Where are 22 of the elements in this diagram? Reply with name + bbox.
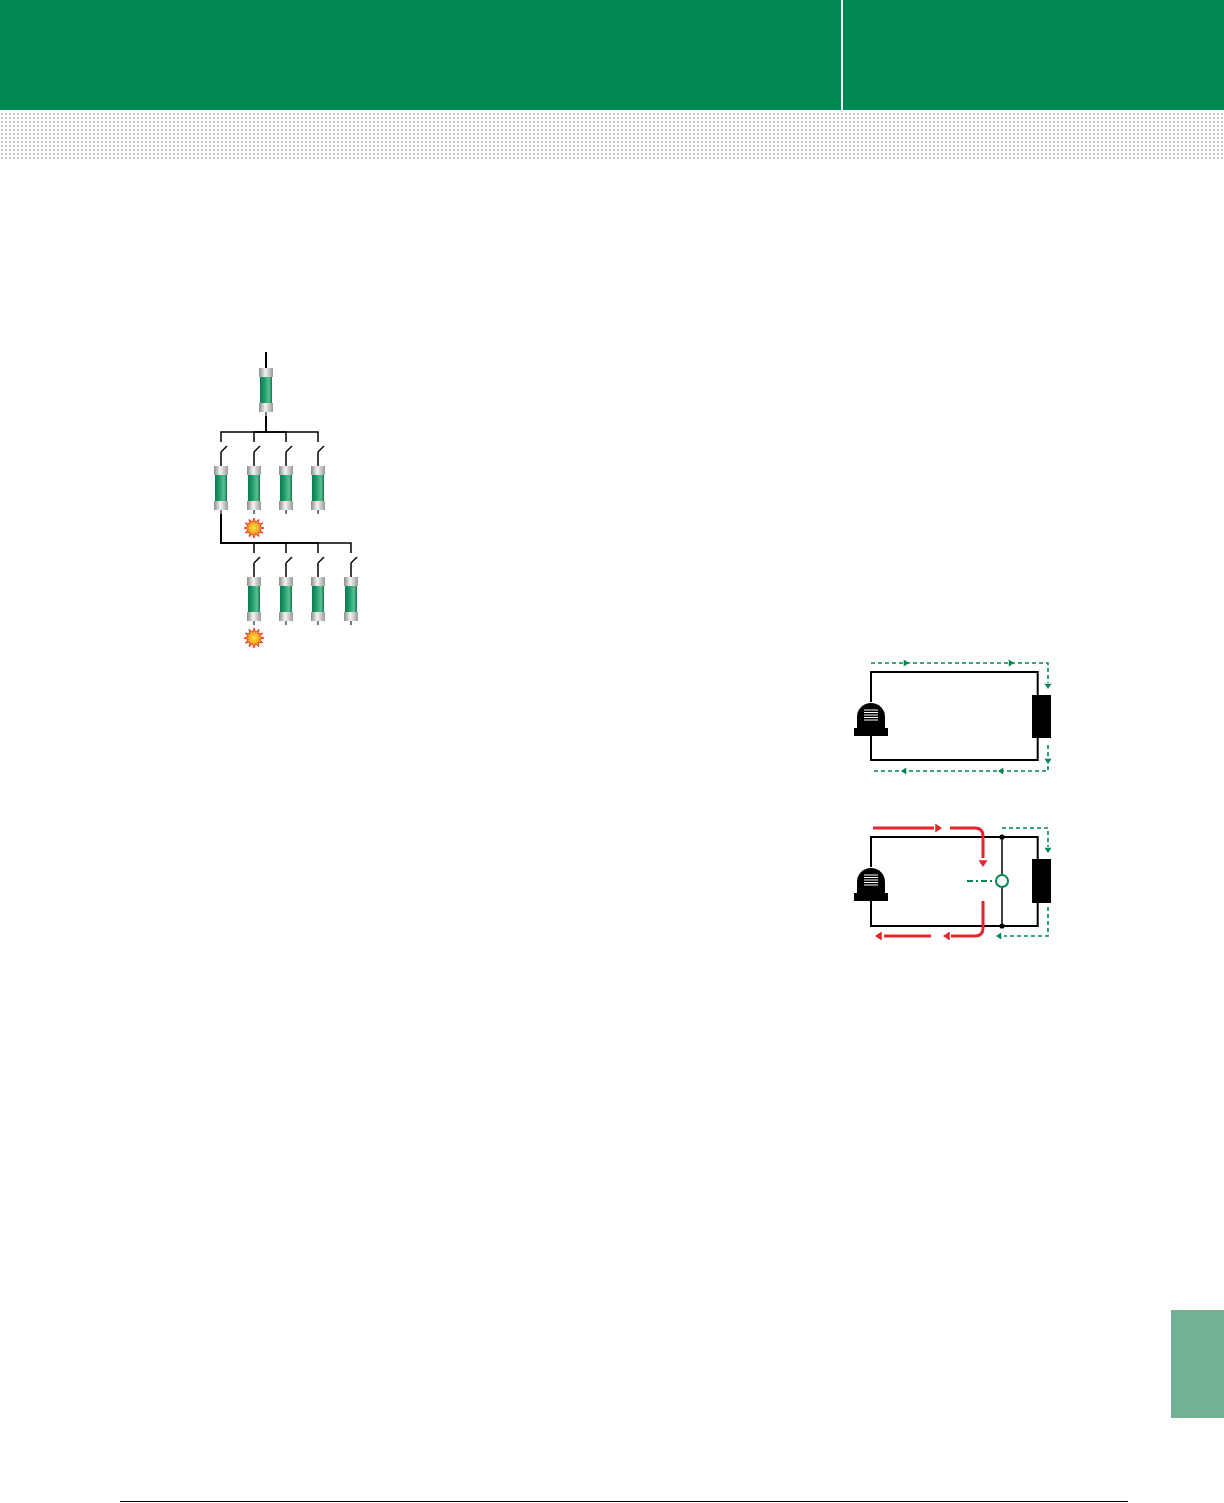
switched-fuse [247, 553, 261, 625]
switched-fuse [311, 553, 325, 625]
fuse [259, 368, 273, 416]
load-block [1032, 859, 1051, 903]
wire [220, 513, 352, 554]
sensor-ring [995, 874, 1009, 888]
switched-fuse [311, 442, 325, 514]
motor-symbol [854, 867, 888, 901]
wire [870, 735, 1039, 761]
switched-fuse [344, 553, 358, 625]
side-tab [1171, 1310, 1224, 1418]
switched-fuse [247, 442, 261, 514]
wire [870, 836, 1039, 868]
wire [265, 351, 267, 369]
wire [265, 415, 319, 443]
switched-fuse [214, 442, 228, 514]
switched-fuse [279, 553, 293, 625]
wire [870, 900, 1039, 927]
switched-fuse [279, 442, 293, 514]
load-block [1032, 695, 1051, 738]
wire [870, 671, 1039, 703]
motor-symbol [854, 702, 888, 736]
